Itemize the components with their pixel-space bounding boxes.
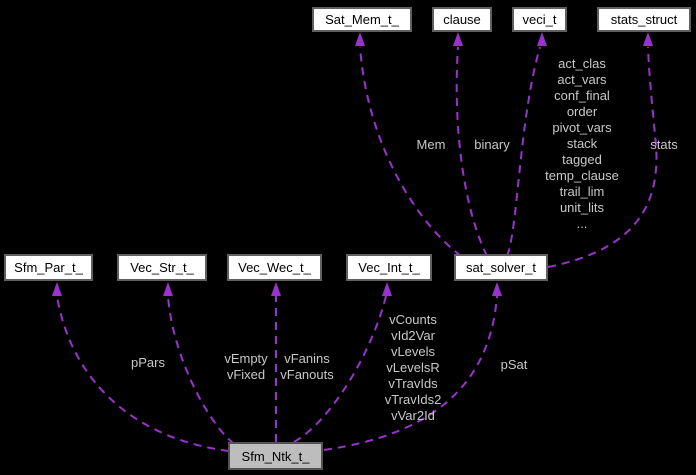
node-veci-t[interactable]: veci_t bbox=[512, 7, 567, 32]
arrowhead-stats bbox=[643, 32, 653, 46]
arrowhead-vec-wec bbox=[271, 282, 281, 296]
edge-label-vec-int-fields: vCounts vId2Var vLevels vLevelsR vTravId… bbox=[384, 312, 442, 423]
arrowhead-vec-int bbox=[382, 282, 392, 296]
edge-ntk-to-sfm-par bbox=[56, 295, 230, 452]
edge-label-binary: binary bbox=[474, 137, 510, 152]
edge-solver-to-sat-mem bbox=[359, 46, 462, 257]
edge-ntk-to-vec-int bbox=[293, 295, 387, 443]
arrowhead-sfm-par bbox=[52, 282, 62, 296]
node-stats-struct[interactable]: stats_struct bbox=[597, 7, 691, 32]
edge-label-vec-str-fields: vEmpty vFixed bbox=[224, 351, 268, 382]
edge-label-veci-fields: act_clas act_vars conf_final order pivot… bbox=[545, 56, 619, 231]
edge-label-ppars: pPars bbox=[131, 355, 165, 370]
node-sfm-ntk-t[interactable]: Sfm_Ntk_t_ bbox=[228, 442, 323, 470]
node-clause[interactable]: clause bbox=[432, 7, 492, 32]
edge-solver-to-clause bbox=[455, 46, 488, 257]
arrowhead-veci bbox=[537, 32, 547, 46]
edge-label-vec-wec-fields: vFanins vFanouts bbox=[280, 351, 334, 382]
node-vec-str-t[interactable]: Vec_Str_t_ bbox=[117, 254, 207, 281]
edge-ntk-to-vec-str bbox=[167, 295, 235, 445]
edge-label-mem: Mem bbox=[416, 137, 446, 152]
edge-ntk-to-sat-solver bbox=[323, 295, 498, 451]
arrowhead-sat-solver bbox=[492, 282, 502, 296]
edge-label-psat: pSat bbox=[500, 357, 528, 372]
node-vec-wec-t[interactable]: Vec_Wec_t_ bbox=[227, 254, 322, 281]
node-vec-int-t[interactable]: Vec_Int_t_ bbox=[346, 254, 432, 281]
node-sfm-par-t[interactable]: Sfm_Par_t_ bbox=[4, 254, 93, 281]
edge-label-stats: stats bbox=[650, 137, 678, 152]
node-sat-solver-t[interactable]: sat_solver_t bbox=[454, 254, 548, 281]
arrowhead-sat-mem bbox=[355, 32, 365, 46]
arrowhead-clause bbox=[453, 32, 463, 46]
edge-solver-to-veci bbox=[506, 46, 541, 257]
arrowhead-vec-str bbox=[163, 282, 173, 296]
node-sat-mem-t[interactable]: Sat_Mem_t_ bbox=[312, 7, 412, 32]
